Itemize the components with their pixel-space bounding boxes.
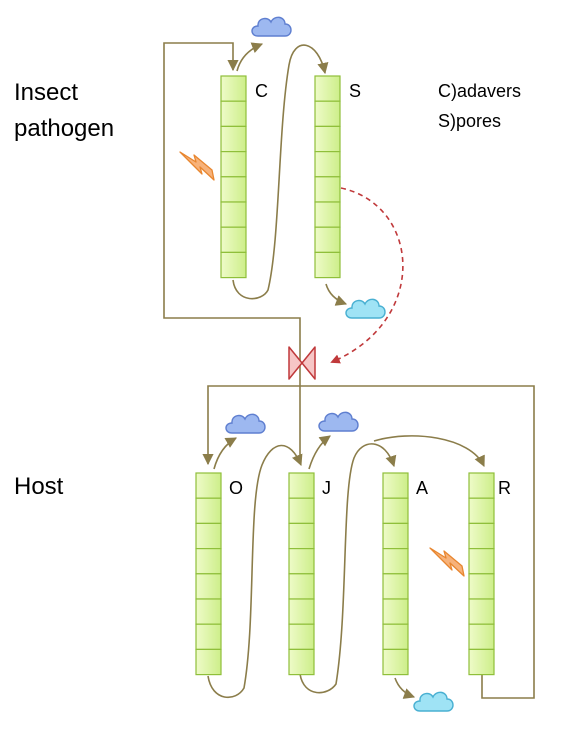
stage-cell (288, 522, 315, 550)
stage-cell (220, 226, 247, 253)
stage-label-s: S (349, 81, 361, 101)
flow-j-to-a (299, 443, 397, 694)
flow-j-to-cloud (308, 435, 331, 470)
stage-cell (314, 125, 341, 153)
stage-cell (195, 573, 222, 600)
cloud-icon (318, 411, 359, 432)
stage-label-a: A (416, 478, 428, 498)
stage-cell (314, 251, 341, 279)
stage-column-r (468, 472, 495, 676)
legend-cadavers: C)adavers (438, 81, 521, 101)
flow-c-to-s (232, 44, 329, 300)
stage-cell (468, 497, 495, 525)
stage-cell (382, 522, 409, 550)
stage-column-a (382, 472, 409, 676)
stage-cell (220, 176, 247, 203)
flow-j-to-r (373, 435, 485, 468)
cloud-icon (413, 691, 454, 712)
cloud-icon (345, 298, 386, 319)
section-label-pathogen-line1: Insect (14, 79, 78, 106)
lightning-bolts (179, 151, 465, 577)
stage-cell (220, 201, 247, 228)
stage-cell (382, 472, 409, 499)
stage-cell (314, 176, 341, 203)
stage-cell (220, 75, 247, 102)
stage-cell (288, 623, 315, 651)
stage-cell (288, 648, 315, 676)
flow-s-to-cloud (325, 283, 348, 306)
stage-cell (382, 598, 409, 625)
stage-column-s (314, 75, 341, 279)
stage-column-c (220, 75, 247, 279)
stage-column-o (195, 472, 222, 676)
stage-cell (195, 598, 222, 625)
stage-cell (195, 547, 222, 575)
stage-cell (468, 547, 495, 575)
stage-cell (468, 598, 495, 625)
stage-cell (220, 100, 247, 127)
flow-o-to-j (207, 444, 303, 699)
flow-j-to-c (163, 42, 301, 455)
stage-cell (314, 75, 341, 102)
stage-cell (195, 648, 222, 676)
stage-column-j (288, 472, 315, 676)
lightning-icon (429, 547, 465, 577)
stage-label-o: O (229, 478, 243, 498)
stage-label-r: R (498, 478, 511, 498)
stage-cell (288, 547, 315, 575)
stage-cell (382, 623, 409, 651)
flow-o-to-cloud (213, 437, 237, 470)
flow-c-to-cloud (236, 42, 264, 72)
stage-cell (195, 472, 222, 499)
flow-r-to-o (202, 385, 535, 699)
stage-cell (314, 100, 341, 127)
valve-icon (288, 346, 316, 380)
stage-cell (382, 573, 409, 600)
legend-spores: S)pores (438, 111, 501, 131)
stage-cell (220, 251, 247, 279)
pathogen-flow-lines (163, 42, 348, 455)
stage-cell (220, 151, 247, 178)
stage-cell (314, 151, 341, 178)
stage-cell (220, 125, 247, 153)
stage-cell (468, 573, 495, 600)
section-label-pathogen-line2: pathogen (14, 115, 114, 142)
flow-spores-to-valve (330, 187, 404, 364)
stage-cell (195, 497, 222, 525)
stage-cell (195, 522, 222, 550)
host-flow-lines (202, 385, 535, 699)
stage-cell (382, 497, 409, 525)
stage-cell (468, 472, 495, 499)
stage-columns (195, 75, 495, 676)
stage-cell (288, 472, 315, 499)
stage-label-j: J (322, 478, 331, 498)
stage-cell (314, 201, 341, 228)
stage-cell (288, 598, 315, 625)
stage-cell (195, 623, 222, 651)
stage-cell (288, 497, 315, 525)
stage-cell (468, 522, 495, 550)
stage-cell (468, 623, 495, 651)
flow-a-to-cloud (394, 677, 416, 699)
cloud-icon (225, 413, 266, 434)
cloud-icon (251, 16, 292, 37)
stage-cell (314, 226, 341, 253)
lightning-icon (179, 151, 215, 181)
stage-cell (468, 648, 495, 676)
section-label-host: Host (14, 473, 64, 500)
stage-cell (382, 648, 409, 676)
stage-cell (288, 573, 315, 600)
stage-label-c: C (255, 81, 268, 101)
stage-cell (382, 547, 409, 575)
